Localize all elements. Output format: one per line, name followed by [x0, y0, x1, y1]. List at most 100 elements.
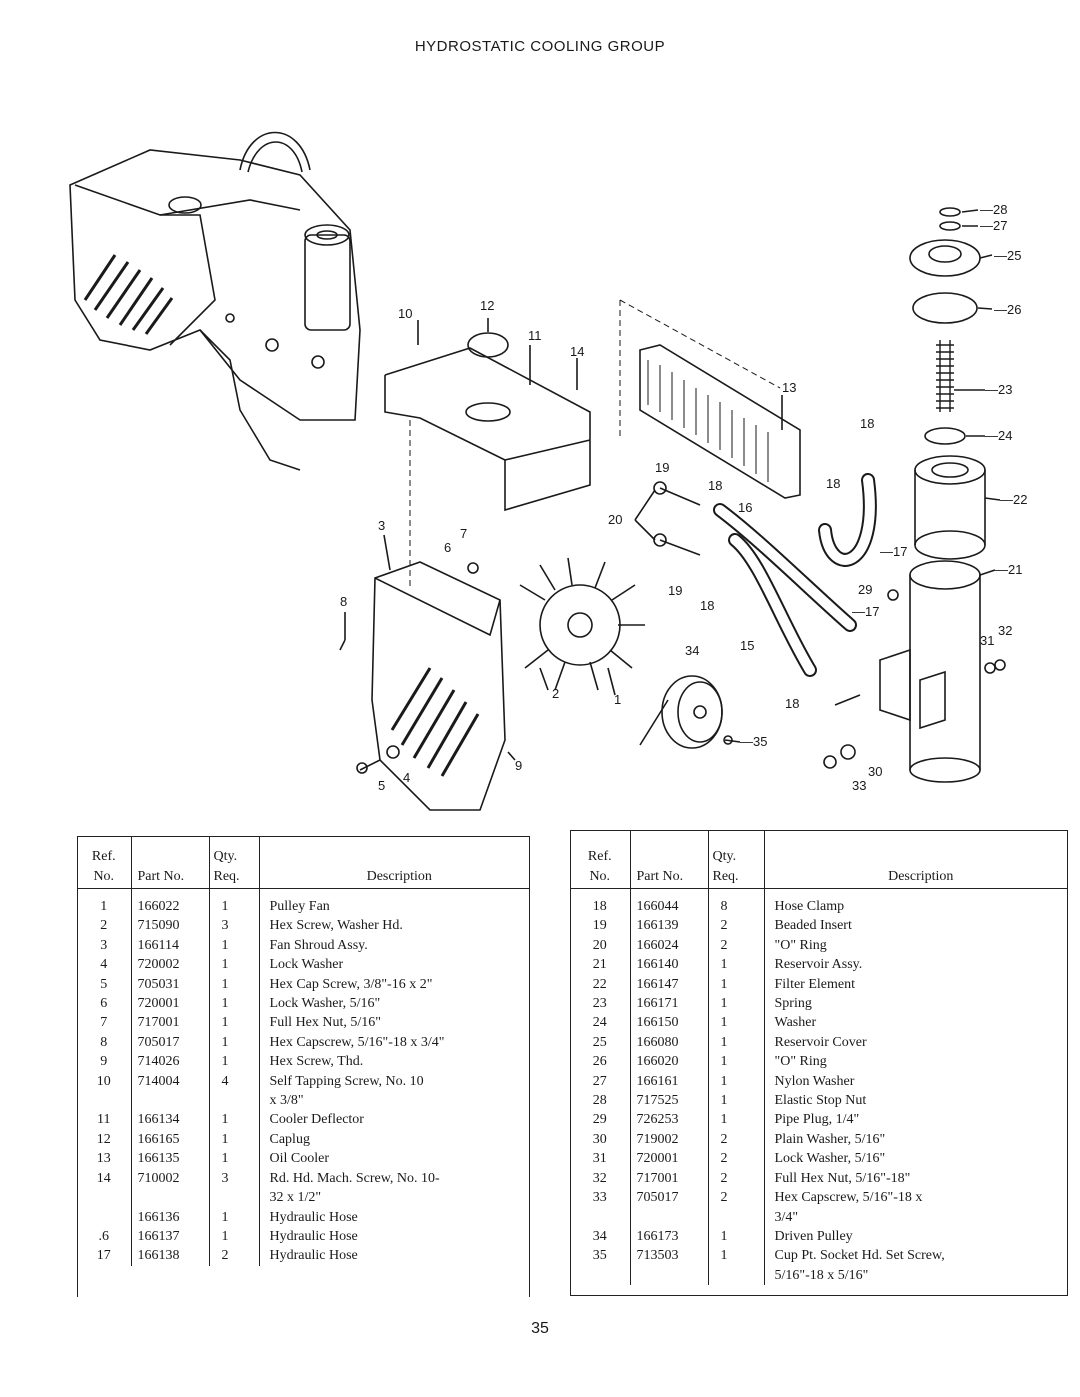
- ref-cell: 4: [77, 955, 132, 975]
- ref-cell: 34: [570, 1226, 631, 1247]
- qty-cell: 1: [708, 1071, 765, 1092]
- part-number-cell: 166024: [630, 935, 709, 956]
- qty-cell: [708, 1265, 765, 1286]
- ref-cell: 35: [570, 1246, 631, 1266]
- qty-cell: 4: [209, 1071, 260, 1092]
- part-number-cell: [630, 1207, 709, 1227]
- washer-24: [924, 427, 966, 445]
- ref-cell: [77, 1188, 132, 1208]
- callout-22: —22: [1000, 492, 1027, 507]
- qty-cell: 2: [708, 1129, 765, 1150]
- ref-cell: 26: [570, 1052, 631, 1072]
- qty-cell: 1: [708, 1226, 765, 1247]
- ref-cell: 1: [77, 888, 132, 917]
- part-number-cell: 166171: [630, 994, 709, 1014]
- part-number-cell: 166147: [630, 974, 709, 995]
- table-row: 3/4": [570, 1207, 1067, 1227]
- diagram-svg: —28 —27 —25 —26 —23 —24 —22 —21 32 31 12…: [69, 131, 1027, 811]
- qty-cell: 1: [209, 1052, 260, 1072]
- callout-21: —21: [995, 562, 1022, 577]
- part-number-cell: 717525: [630, 1091, 709, 1111]
- description-cell: Pipe Plug, 1/4": [774, 1112, 860, 1128]
- description-cell: Full Hex Nut, 5/16"-18": [774, 1170, 911, 1186]
- part-number-cell: 705017: [630, 1188, 709, 1208]
- callout-3: 3: [378, 518, 385, 533]
- part-number-cell: 166080: [630, 1032, 709, 1053]
- callout-1: 1: [614, 692, 621, 707]
- ref-cell: 18: [570, 888, 631, 917]
- qty-cell: 1: [209, 1129, 260, 1150]
- part-number-cell: 714004: [131, 1071, 210, 1092]
- callout-17b: —17: [852, 604, 879, 619]
- description-cell: Hex Capscrew, 5/16"-18 x: [774, 1190, 923, 1206]
- parts-table-left: Ref. No. Part No. Qty. Req. Description …: [77, 836, 529, 1266]
- description-cell: Plain Washer, 5/16": [774, 1131, 886, 1147]
- callout-33: 33: [852, 778, 866, 793]
- reservoir-assy: [879, 560, 981, 783]
- part-number-cell: [630, 1265, 709, 1286]
- qty-cell: 1: [209, 994, 260, 1014]
- ref-cell: 7: [77, 1013, 132, 1033]
- ref-cell: 23: [570, 994, 631, 1014]
- callout-30: 30: [868, 764, 882, 779]
- part-number-cell: 166137: [131, 1226, 210, 1247]
- qty-cell: [209, 1091, 260, 1111]
- callout-18a: 18: [860, 416, 874, 431]
- description-cell: Cup Pt. Socket Hd. Set Screw,: [774, 1248, 945, 1264]
- ref-cell: 6: [77, 994, 132, 1014]
- part-number-cell: 166022: [131, 888, 210, 917]
- description-cell: Lock Washer: [269, 957, 344, 973]
- callout-32: 32: [998, 623, 1012, 638]
- description-cell: Hydraulic Hose: [269, 1228, 358, 1244]
- parts-table-right: Ref. No. Part No. Qty. Req. Description …: [570, 830, 1067, 1286]
- description-cell: Pulley Fan: [269, 899, 330, 914]
- callout-26: —26: [994, 302, 1021, 317]
- description-cell: Hydraulic Hose: [269, 1248, 358, 1264]
- description-cell: Filter Element: [774, 976, 855, 992]
- pulley-fan: [519, 557, 645, 691]
- part-number-cell: 720002: [131, 955, 210, 975]
- description-cell: Self Tapping Screw, No. 10: [269, 1073, 424, 1089]
- qty-cell: 1: [209, 1207, 260, 1227]
- description-cell: Rd. Hd. Mach. Screw, No. 10-: [269, 1170, 440, 1186]
- table-row: x 3/8": [77, 1091, 529, 1111]
- description-cell: "O" Ring: [774, 1054, 827, 1070]
- part-number-cell: 166134: [131, 1110, 210, 1130]
- ref-cell: [77, 1091, 132, 1111]
- qty-cell: 1: [708, 1091, 765, 1111]
- callout-34: 34: [685, 643, 699, 658]
- description-cell: Beaded Insert: [774, 918, 852, 934]
- ref-cell: 19: [570, 916, 631, 936]
- part-number-cell: [131, 1091, 210, 1111]
- qty-cell: 3: [209, 916, 260, 936]
- part-number-cell: 166165: [131, 1129, 210, 1150]
- callout-24: —24: [985, 428, 1012, 443]
- ref-cell: 12: [77, 1129, 132, 1150]
- fan-shroud: [371, 561, 506, 811]
- callout-2: 2: [552, 686, 559, 701]
- description-cell: Lock Washer, 5/16": [269, 996, 381, 1012]
- table-row: 5/16"-18 x 5/16": [570, 1265, 1067, 1286]
- qty-cell: 1: [708, 1032, 765, 1053]
- description-cell: Driven Pulley: [774, 1228, 853, 1244]
- qty-cell: 2: [708, 1168, 765, 1189]
- description-cell: 3/4": [774, 1209, 799, 1225]
- header-qty: Qty. Req.: [209, 836, 260, 889]
- description-cell: Elastic Stop Nut: [774, 1093, 867, 1109]
- part-number-cell: 717001: [630, 1168, 709, 1189]
- callout-23: —23: [985, 382, 1012, 397]
- qty-cell: 2: [708, 1188, 765, 1208]
- part-number-cell: 710002: [131, 1168, 210, 1189]
- description-cell: 32 x 1/2": [269, 1190, 322, 1206]
- ref-cell: 33: [570, 1188, 631, 1208]
- description-cell: 5/16"-18 x 5/16": [774, 1267, 869, 1283]
- o-ring-26: [912, 292, 978, 324]
- qty-cell: 1: [708, 1110, 765, 1130]
